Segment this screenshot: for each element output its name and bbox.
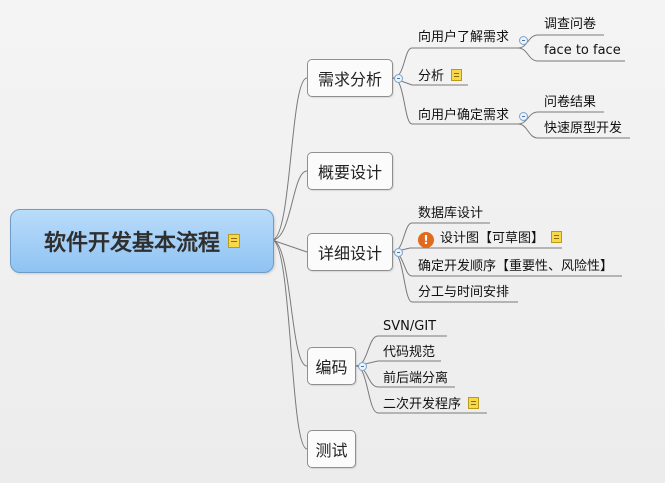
subtopic[interactable]: 调查问卷	[544, 17, 596, 33]
root-topic[interactable]: 软件开发基本流程	[10, 209, 274, 273]
topic-label: 编码	[315, 358, 348, 377]
subtopic[interactable]: 二次开发程序	[383, 397, 480, 413]
note-icon[interactable]	[468, 397, 480, 409]
topic-label: 测试	[315, 441, 348, 460]
subtopic-label: face to face	[544, 43, 621, 58]
topic-label: 概要设计	[317, 163, 382, 182]
subtopic-label: 快速原型开发	[544, 121, 623, 136]
subtopic[interactable]: face to face	[544, 43, 621, 59]
note-icon[interactable]	[228, 234, 240, 248]
subtopic-label: 向用户了解需求	[418, 30, 510, 45]
subtopic-label: SVN/GIT	[383, 319, 437, 334]
collapse-icon[interactable]	[394, 74, 403, 83]
subtopic-label: 二次开发程序	[383, 397, 462, 412]
subtopic-label: 问卷结果	[544, 95, 597, 110]
subtopic-label: 分工与时间安排	[418, 285, 510, 300]
topic-coding[interactable]: 编码	[307, 347, 356, 385]
subtopic-label: 设计图【可草图】	[440, 231, 545, 246]
topic-requirements-analysis[interactable]: 需求分析	[307, 59, 393, 97]
subtopic-label: 前后端分离	[383, 371, 449, 386]
collapse-icon[interactable]	[394, 248, 403, 257]
subtopic[interactable]: 快速原型开发	[544, 121, 622, 137]
collapse-icon[interactable]	[519, 112, 528, 121]
topic-outline-design[interactable]: 概要设计	[307, 152, 393, 190]
collapse-icon[interactable]	[519, 36, 528, 45]
note-icon[interactable]	[451, 69, 463, 81]
topic-detailed-design[interactable]: 详细设计	[307, 233, 393, 271]
subtopic[interactable]: 代码规范	[383, 345, 435, 361]
subtopic-label: 确定开发顺序【重要性、风险性】	[418, 259, 614, 274]
subtopic[interactable]: 问卷结果	[544, 95, 596, 111]
subtopic-label: 分析	[418, 69, 445, 84]
subtopic[interactable]: 前后端分离	[383, 371, 448, 387]
topic-label: 详细设计	[317, 244, 382, 263]
subtopic-label: 代码规范	[383, 345, 436, 360]
subtopic[interactable]: 向用户了解需求	[418, 30, 509, 46]
subtopic[interactable]: 数据库设计	[418, 206, 483, 222]
collapse-icon[interactable]	[358, 362, 367, 371]
root-topic-label: 软件开发基本流程	[43, 231, 220, 256]
subtopic[interactable]: SVN/GIT	[383, 319, 436, 335]
subtopic[interactable]: 分析	[418, 69, 463, 85]
topic-label: 需求分析	[317, 70, 382, 89]
subtopic-label: 向用户确定需求	[418, 108, 510, 123]
subtopic[interactable]: 向用户确定需求	[418, 108, 509, 124]
subtopic-label: 数据库设计	[418, 206, 484, 221]
topic-testing[interactable]: 测试	[307, 430, 356, 468]
note-icon[interactable]	[551, 231, 563, 243]
subtopic[interactable]: 确定开发顺序【重要性、风险性】	[418, 259, 613, 275]
subtopic-label: 调查问卷	[544, 17, 597, 32]
subtopic[interactable]: ! 设计图【可草图】	[418, 231, 563, 248]
subtopic[interactable]: 分工与时间安排	[418, 285, 509, 301]
warning-icon: !	[418, 232, 434, 248]
